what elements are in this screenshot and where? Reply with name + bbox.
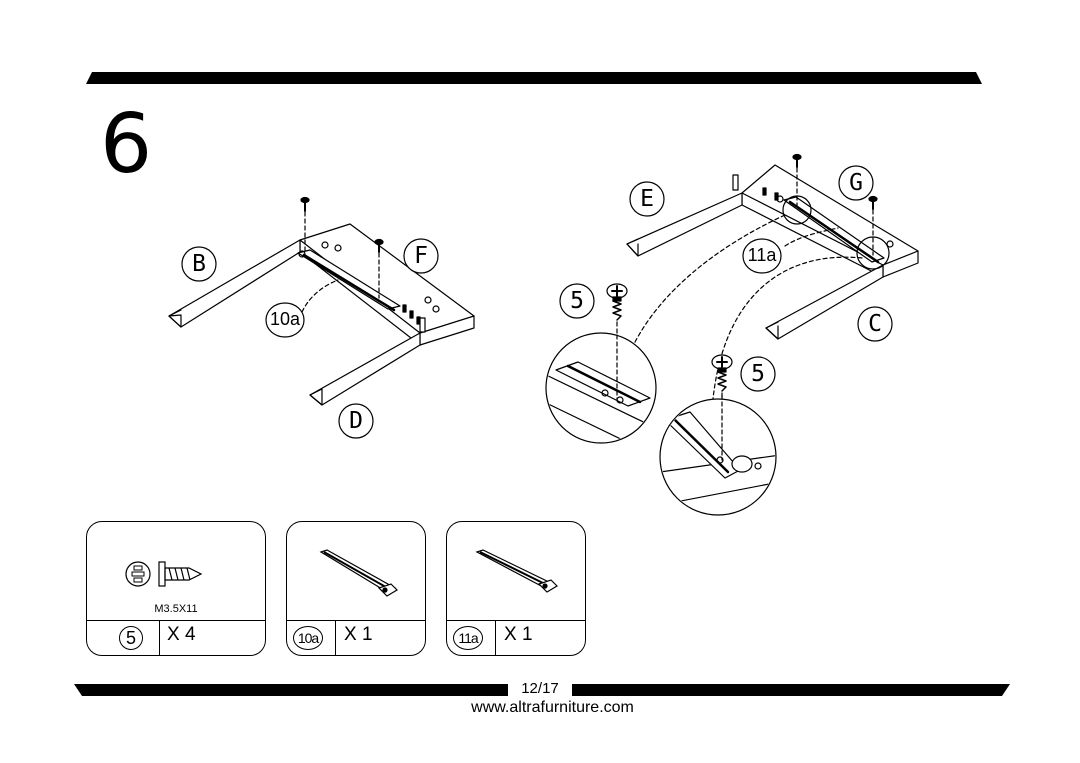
label-C: C: [868, 311, 882, 337]
screw-icon: [792, 153, 802, 168]
right-frame: [626, 153, 919, 411]
label-screw-5: 5: [570, 288, 584, 314]
label-G: G: [849, 170, 863, 196]
label-F: F: [414, 243, 428, 269]
screw-icon: [868, 195, 878, 210]
screw-spec: M3.5X11: [154, 603, 198, 615]
part-id: 11a: [453, 626, 483, 650]
label-B: B: [192, 251, 206, 277]
bracket-10a-icon: [319, 549, 398, 597]
label-D: D: [349, 408, 363, 434]
part-id: 5: [119, 626, 143, 650]
screw-icon: [300, 196, 310, 212]
parts-box-11a: 11a X 1: [446, 521, 586, 656]
label-screw-5: 5: [751, 361, 765, 387]
part-id-cell: 11a: [447, 621, 496, 655]
page-number: 12/17: [508, 680, 572, 698]
part-qty: X 1: [504, 624, 533, 645]
part-qty: X 4: [167, 624, 196, 645]
label-E: E: [640, 186, 654, 212]
parts-row: 5 X 4: [87, 620, 265, 655]
label-10a: 10a: [269, 309, 301, 329]
screw-icon: [711, 354, 733, 392]
parts-picture: [287, 522, 425, 623]
part-id: 10a: [293, 626, 323, 650]
step-number: 6: [100, 97, 153, 192]
parts-row: 11a X 1: [447, 620, 585, 655]
part-id-cell: 5: [87, 621, 160, 655]
top-rule: [86, 72, 982, 84]
detail-view-11a: [659, 394, 777, 516]
parts-box-10a: 10a X 1: [286, 521, 426, 656]
bracket-11a-icon: [475, 549, 558, 593]
website-url: www.altrafurniture.com: [471, 699, 634, 716]
screw-icon: [606, 283, 628, 321]
parts-picture: [447, 522, 585, 623]
parts-row: 10a X 1: [287, 620, 425, 655]
label-11a: 11a: [747, 245, 777, 265]
part-id-cell: 10a: [287, 621, 336, 655]
detail-view-10a: [545, 332, 657, 444]
screw-icon: [125, 561, 203, 587]
screw-icon: [374, 238, 384, 253]
parts-picture: M3.5X11: [87, 522, 265, 623]
parts-box-screw: M3.5X11 5 X 4: [86, 521, 266, 656]
left-frame: [168, 196, 475, 406]
part-qty: X 1: [344, 624, 373, 645]
